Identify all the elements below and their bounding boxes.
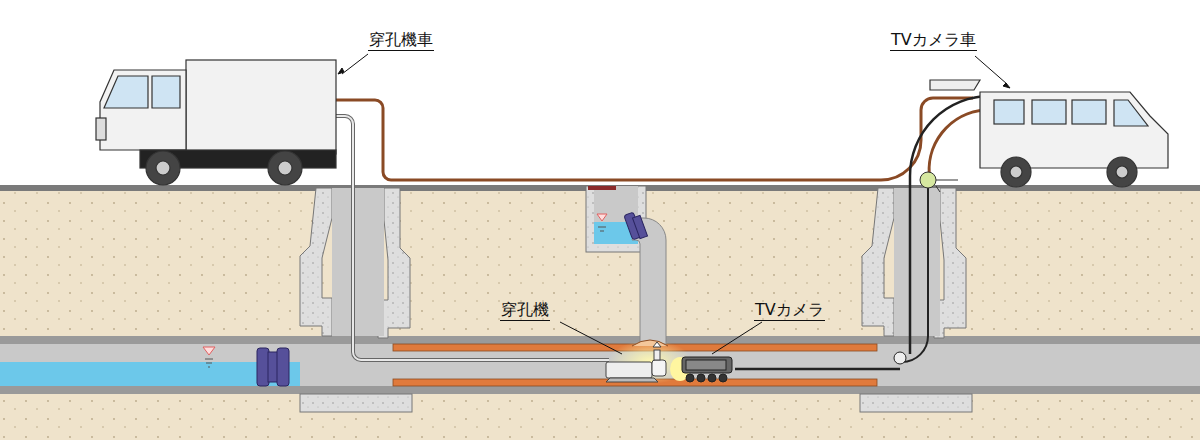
vehicle-label: TVカメラ車 <box>890 30 977 51</box>
machine-label: TVカメラ <box>754 300 825 321</box>
shaft <box>332 188 384 336</box>
drilling-truck <box>96 60 336 185</box>
pulley <box>920 172 958 192</box>
manhole <box>300 188 972 412</box>
water <box>0 362 300 386</box>
hose <box>335 116 609 360</box>
lateral <box>586 186 666 344</box>
camera-cable <box>910 96 990 354</box>
liner <box>393 379 877 386</box>
camera-van <box>930 80 1168 187</box>
drilling-machine <box>606 342 666 382</box>
pulley <box>894 352 906 364</box>
water-level <box>203 347 215 367</box>
pipe-interior <box>0 344 1200 386</box>
camera-cable <box>902 186 928 362</box>
plug <box>257 348 289 386</box>
machine-label: 穿孔機 <box>500 300 550 321</box>
liner-bulge <box>632 340 668 346</box>
vehicle-label: 穿孔機車 <box>368 30 434 51</box>
tv-camera <box>670 357 732 382</box>
cable <box>929 110 985 180</box>
camera-cable <box>735 368 900 371</box>
shaft <box>894 188 940 336</box>
leader-line <box>338 54 1010 354</box>
soil <box>0 190 1200 440</box>
cable <box>335 98 973 180</box>
pipe-wall <box>0 336 1200 394</box>
hose <box>335 116 609 360</box>
